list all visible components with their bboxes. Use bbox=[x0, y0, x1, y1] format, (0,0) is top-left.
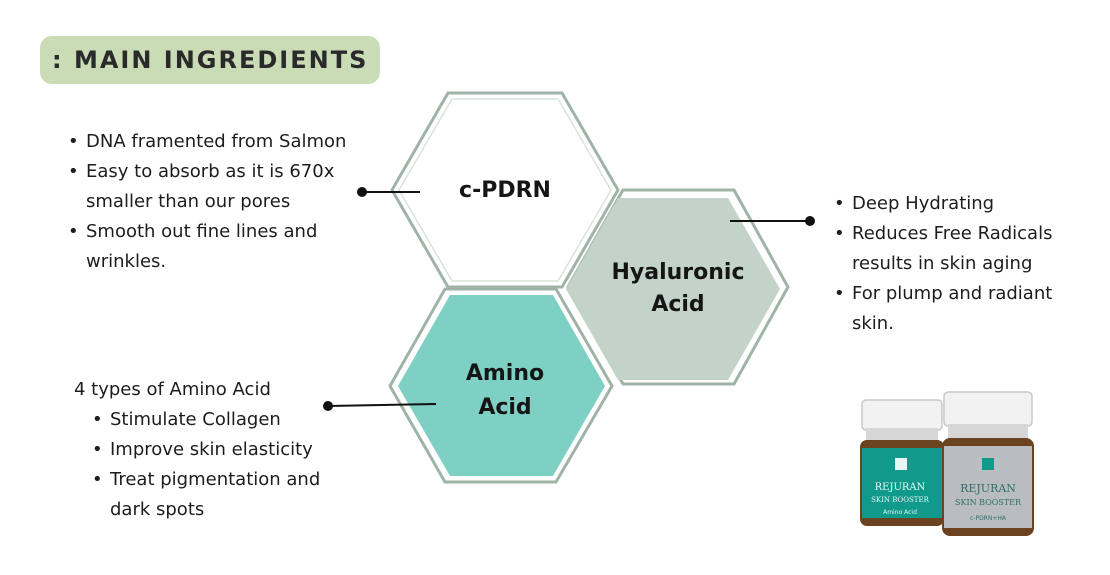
cpdrn-connector-dot bbox=[357, 187, 367, 197]
amino-connector-dot bbox=[323, 401, 333, 411]
right-bottle-brand: REJURAN bbox=[960, 482, 1016, 495]
header-banner: : MAIN INGREDIENTS bbox=[40, 36, 380, 84]
list-item: Reduces Free Radicals results in skin ag… bbox=[834, 219, 1084, 279]
amino-description: 4 types of Amino Acid Stimulate Collagen… bbox=[74, 375, 364, 525]
right-bottle-line: SKIN BOOSTER bbox=[955, 498, 1022, 507]
cpdrn-hexagon-inner bbox=[398, 98, 612, 282]
right-bottle-variant: c-PDRN+HA bbox=[970, 515, 1007, 522]
product-bottle-cpdrn-ha: REJURAN SKIN BOOSTER c-PDRN+HA bbox=[942, 391, 1034, 536]
list-item: Improve skin elasticity bbox=[92, 435, 364, 465]
list-item: Easy to absorb as it is 670x smaller tha… bbox=[68, 157, 378, 217]
page-title: : MAIN INGREDIENTS bbox=[52, 46, 369, 74]
amino-connector-line bbox=[327, 403, 437, 407]
cpdrn-hexagon bbox=[390, 91, 620, 289]
list-item: Smooth out fine lines and wrinkles. bbox=[68, 217, 378, 277]
list-item: Stimulate Collagen bbox=[92, 405, 364, 435]
cpdrn-description: DNA framented from Salmon Easy to absorb… bbox=[68, 127, 378, 277]
hyaluronic-description: Deep Hydrating Reduces Free Radicals res… bbox=[834, 189, 1084, 339]
list-item: For plump and radiant skin. bbox=[834, 279, 1084, 339]
amino-hexagon bbox=[398, 295, 605, 476]
amino-label-line2: Acid bbox=[478, 395, 531, 420]
amino-bullet-list: Stimulate Collagen Improve skin elastici… bbox=[92, 405, 364, 525]
list-item: DNA framented from Salmon bbox=[68, 127, 378, 157]
amino-intro: 4 types of Amino Acid bbox=[74, 379, 271, 400]
hyaluronic-label-line2: Acid bbox=[651, 292, 704, 317]
hyaluronic-connector-dot bbox=[805, 216, 815, 226]
left-bottle-line: SKIN BOOSTER bbox=[871, 496, 929, 504]
cpdrn-label: c-PDRN bbox=[459, 178, 551, 203]
hyaluronic-label-line1: Hyaluronic bbox=[611, 260, 744, 285]
hyaluronic-bullet-list: Deep Hydrating Reduces Free Radicals res… bbox=[834, 189, 1084, 339]
product-bottle-amino: REJURAN SKIN BOOSTER Amino Acid bbox=[860, 399, 944, 526]
left-bottle-variant: Amino Acid bbox=[883, 509, 917, 516]
left-bottle-brand: REJURAN bbox=[875, 482, 926, 493]
amino-label-line1: Amino bbox=[466, 361, 544, 386]
amino-hexagon-outline bbox=[388, 287, 614, 484]
cpdrn-bullet-list: DNA framented from Salmon Easy to absorb… bbox=[68, 127, 378, 277]
hyaluronic-hexagon bbox=[566, 198, 780, 380]
list-item: Deep Hydrating bbox=[834, 189, 1084, 219]
list-item: Treat pigmentation and dark spots bbox=[92, 465, 364, 525]
